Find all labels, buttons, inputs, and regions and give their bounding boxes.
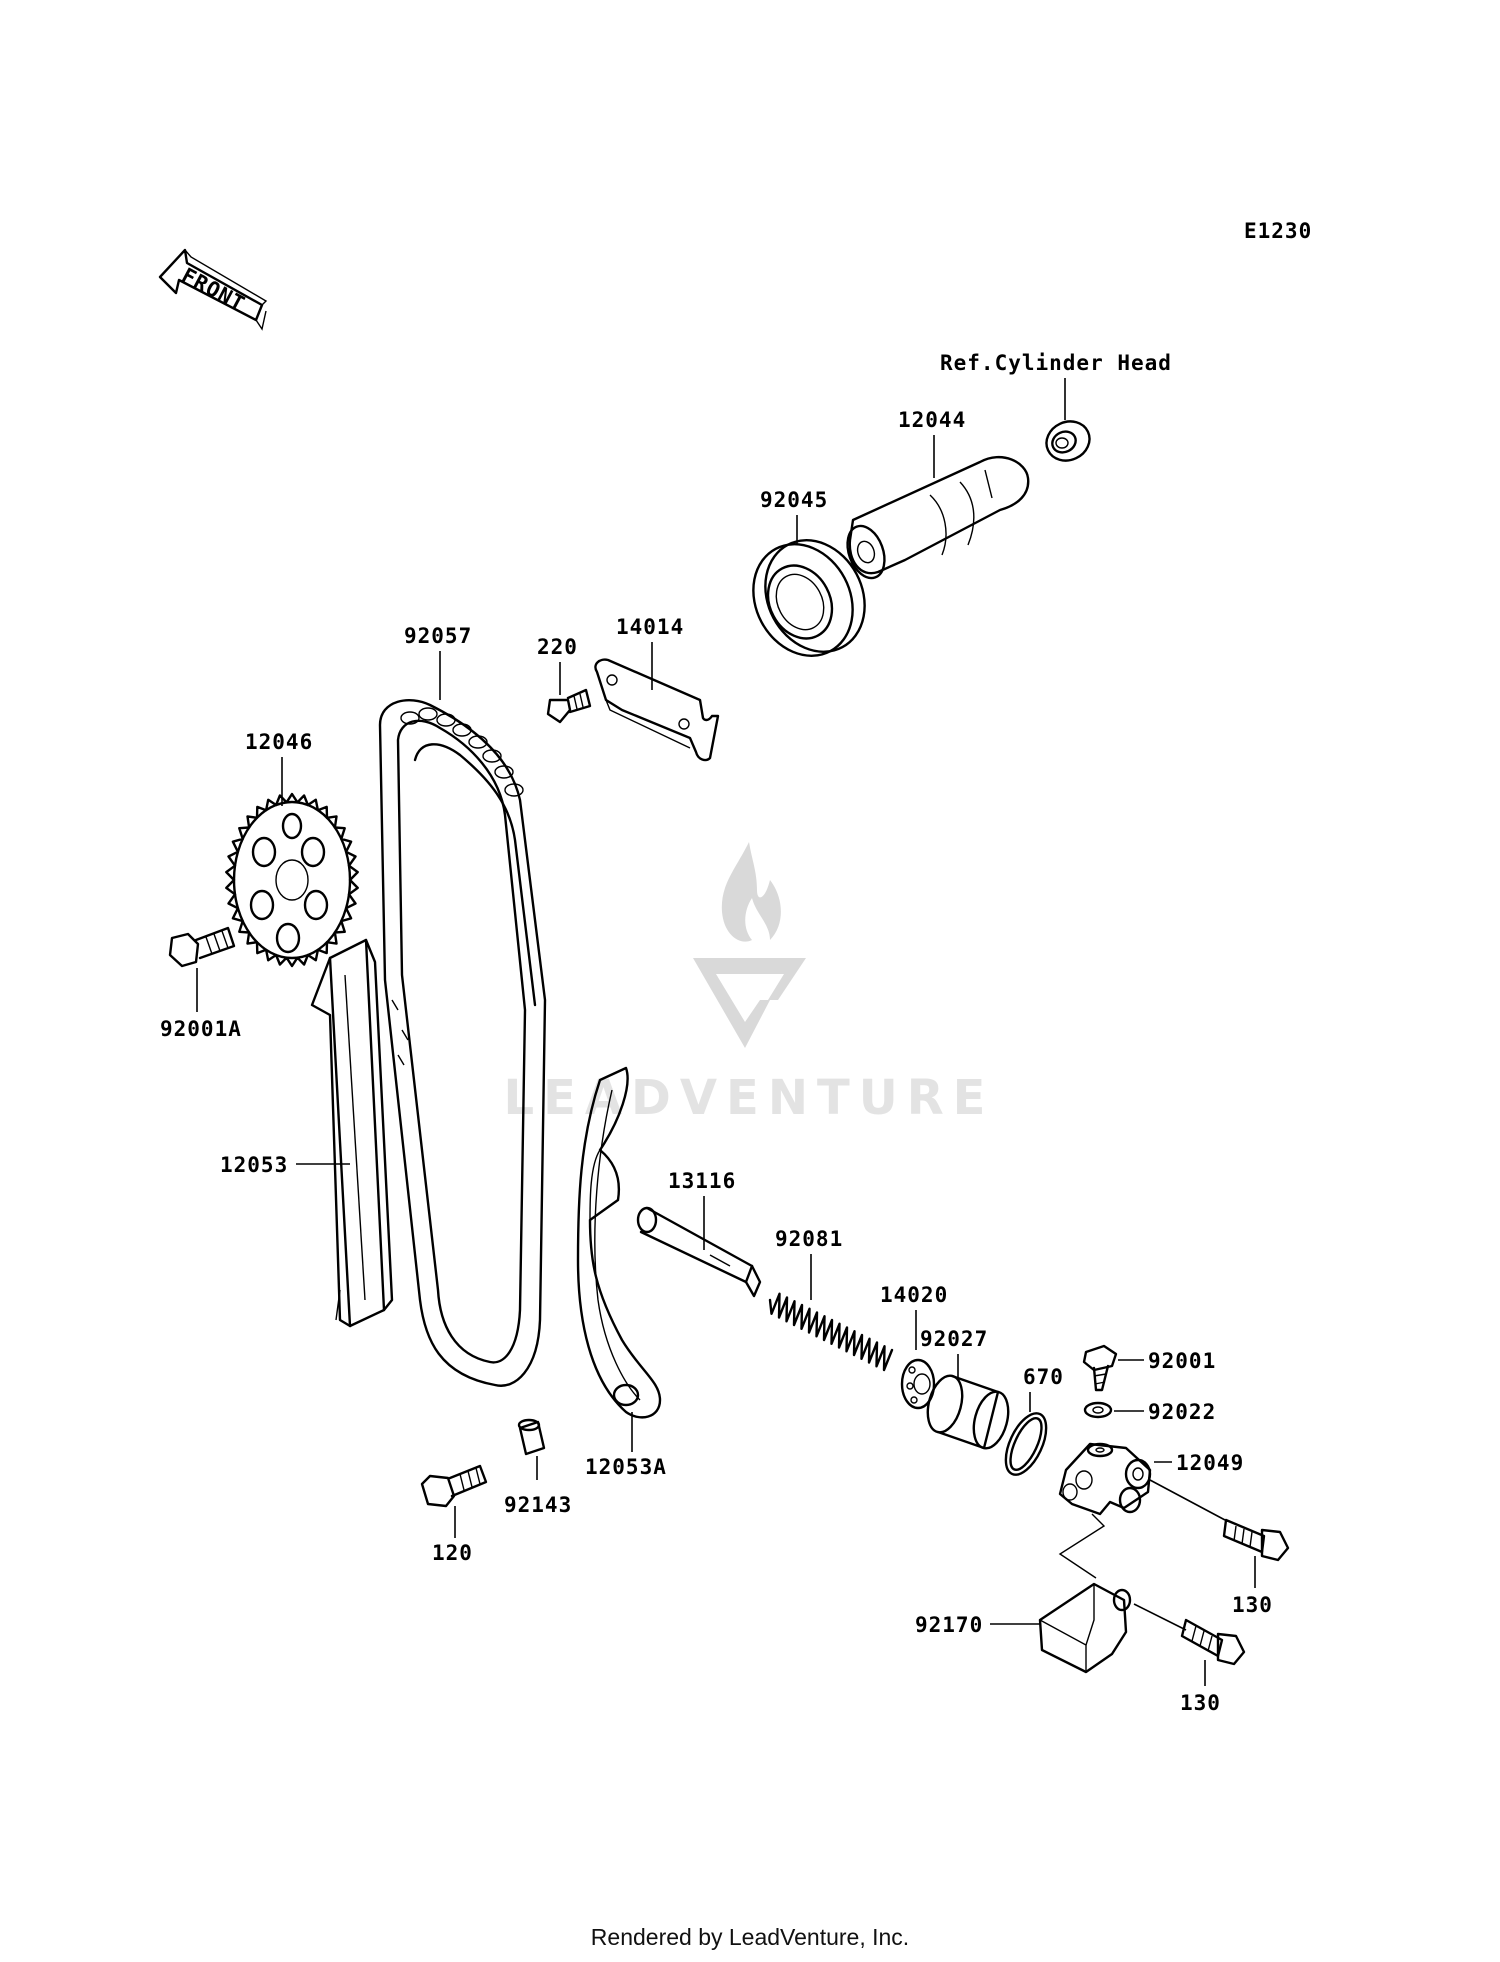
- diagram-code: E1230: [1244, 219, 1312, 243]
- label-130-b: 130: [1180, 1691, 1221, 1715]
- guide-collar: [517, 1418, 546, 1456]
- label-92027: 92027: [920, 1327, 988, 1351]
- sprocket-teeth-icon: [225, 792, 359, 968]
- label-92045: 92045: [760, 488, 828, 512]
- label-120: 120: [432, 1541, 473, 1565]
- chain-links-icon: [400, 707, 524, 797]
- label-220: 220: [537, 635, 578, 659]
- tensioner-body: [1058, 1442, 1152, 1516]
- label-130-a: 130: [1232, 1593, 1273, 1617]
- tensioner-washer: [1083, 1401, 1113, 1419]
- label-13116: 13116: [668, 1169, 736, 1193]
- reference-note: Ref.Cylinder Head: [940, 351, 1172, 375]
- cam-bearing: [752, 539, 866, 657]
- front-label: FRONT: [178, 263, 250, 316]
- label-92022: 92022: [1148, 1400, 1216, 1424]
- camshaft: [846, 456, 1030, 580]
- label-12053: 12053: [220, 1153, 288, 1177]
- label-92081: 92081: [775, 1227, 843, 1251]
- label-14014: 14014: [616, 615, 684, 639]
- label-12053A: 12053A: [585, 1455, 667, 1479]
- guide-pivot-bolt: [420, 1464, 488, 1508]
- label-92001A: 92001A: [160, 1017, 242, 1041]
- tensioner-spring: [768, 1292, 894, 1372]
- label-92170: 92170: [915, 1613, 983, 1637]
- cam-chain: [378, 698, 547, 1387]
- mount-bolt-a: [1222, 1518, 1290, 1562]
- label-670: 670: [1023, 1365, 1064, 1389]
- tensioner-shaft: [636, 1206, 762, 1298]
- cam-sprocket: [225, 792, 359, 968]
- label-12046: 12046: [245, 730, 313, 754]
- tensioner-bolt: [1082, 1344, 1118, 1392]
- tensioner-guide: [576, 1066, 662, 1419]
- tensioner-bracket: [1038, 1582, 1132, 1674]
- label-92143: 92143: [504, 1493, 572, 1517]
- mount-bolt-b: [1180, 1618, 1246, 1666]
- label-14020: 14020: [880, 1283, 948, 1307]
- label-12049: 12049: [1176, 1451, 1244, 1475]
- cylinder-head-seal: [1045, 420, 1091, 462]
- label-92057: 92057: [404, 624, 472, 648]
- tensioner-cap: [900, 1358, 936, 1410]
- tensioner-collar: [926, 1374, 1010, 1450]
- front-arrow-icon: FRONT: [158, 248, 268, 331]
- watermark-logo: LEADVENTURE: [504, 842, 995, 1126]
- render-credit: Rendered by LeadVenture, Inc.: [590, 1924, 910, 1950]
- watermark-text: LEADVENTURE: [504, 1070, 995, 1126]
- label-92001: 92001: [1148, 1349, 1216, 1373]
- sprocket-bolt: [168, 926, 236, 968]
- chain-guide-rear: [310, 938, 394, 1328]
- chain-guide-plate: [594, 658, 720, 762]
- o-ring: [1004, 1412, 1048, 1476]
- guide-bolt: [546, 688, 592, 724]
- label-12044: 12044: [898, 408, 966, 432]
